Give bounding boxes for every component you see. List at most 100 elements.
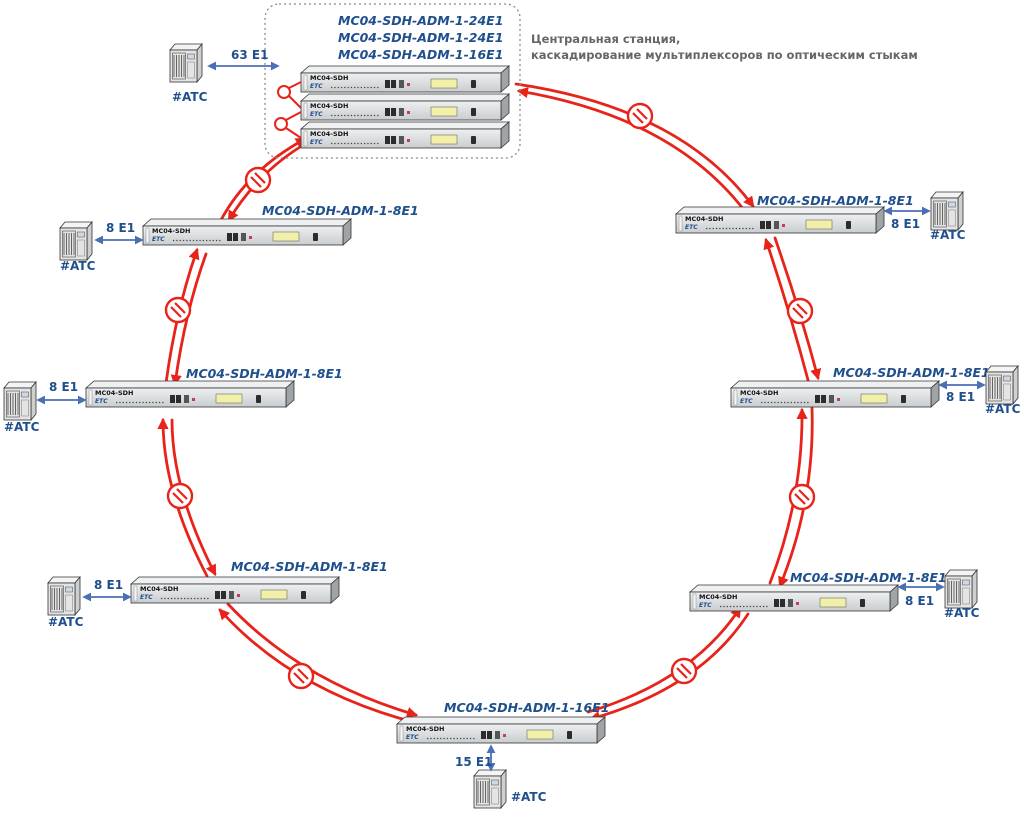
fiber-link-icon (670, 657, 698, 685)
multiplexer-device: MC04-SDH ETC (130, 576, 340, 604)
ring-node-right-3: MC04-SDH-ADM-1-8E1 MC04-SDH ETC #ATC 8 E… (689, 569, 980, 620)
device-logo: ETC (95, 398, 108, 405)
ring-node-left-3: MC04-SDH-ADM-1-8E1 MC04-SDH ETC #ATC 8 E… (47, 559, 388, 629)
central-multiplexer-2: MC04-SDH ETC (300, 93, 510, 121)
cascade-link (288, 95, 302, 109)
pbx-cabinet-icon (59, 221, 93, 261)
fiber-link-icon (786, 297, 814, 325)
device-name-label: MC04-SDH (740, 389, 779, 397)
pbx-label: #ATC (4, 420, 40, 434)
central-pbx-label: #ATC (172, 90, 208, 104)
device-name-label: MC04-SDH (310, 74, 349, 82)
ring-node-left-2: MC04-SDH-ADM-1-8E1 MC04-SDH ETC #ATC 8 E… (3, 366, 343, 434)
link-label: 8 E1 (106, 221, 135, 235)
device-name-label: MC04-SDH (140, 585, 179, 593)
link-label: 15 E1 (455, 755, 492, 769)
device-name-label: MC04-SDH (310, 102, 349, 110)
device-name-label: MC04-SDH (699, 593, 738, 601)
fiber-loop-icon (274, 117, 288, 131)
node-model-label: MC04-SDH-ADM-1-8E1 (231, 559, 388, 574)
fiber-loop-icon (277, 85, 291, 99)
cascade-link (285, 127, 302, 139)
central-link-label: 63 E1 (231, 48, 268, 62)
central-model-label-2: MC04-SDH-ADM-1-24E1 (338, 30, 503, 45)
cascade-link (285, 111, 302, 121)
fiber-link-icon (287, 662, 315, 690)
device-name-label: MC04-SDH (406, 725, 445, 733)
device-logo: ETC (310, 83, 323, 90)
node-model-label: MC04-SDH-ADM-1-8E1 (262, 203, 419, 218)
pbx-cabinet-icon (930, 191, 964, 231)
central-pbx (169, 43, 203, 83)
fiber-link-icon (164, 296, 192, 324)
device-logo: ETC (152, 236, 165, 243)
multiplexer-device: MC04-SDH ETC (142, 218, 352, 246)
multiplexer-device: MC04-SDH ETC (730, 380, 940, 408)
node-model-label: MC04-SDH-ADM-1-16E1 (444, 700, 609, 715)
pbx (985, 365, 1019, 405)
fiber-link-icon (244, 166, 272, 194)
ring-node-right-2: MC04-SDH-ADM-1-8E1 MC04-SDH ETC #ATC 8 E… (730, 365, 1021, 416)
multiplexer-device: MC04-SDH ETC (675, 206, 885, 234)
pbx-label: #ATC (985, 402, 1021, 416)
device-name-label: MC04-SDH (310, 130, 349, 138)
link-label: 8 E1 (905, 594, 934, 608)
device-logo: ETC (685, 224, 698, 231)
pbx (3, 381, 37, 421)
node-model-label: MC04-SDH-ADM-1-8E1 (757, 193, 914, 208)
pbx-label: #ATC (60, 259, 96, 273)
link-label: 8 E1 (946, 390, 975, 404)
ring-node-right-1: MC04-SDH-ADM-1-8E1 MC04-SDH ETC #ATC 8 E… (675, 191, 966, 242)
device-name-label: MC04-SDH (95, 389, 134, 397)
multiplexer-device: MC04-SDH ETC (689, 584, 899, 612)
ring-link (586, 606, 742, 714)
device-logo: ETC (406, 734, 419, 741)
ring-link (516, 86, 746, 212)
pbx-label: #ATC (48, 615, 84, 629)
pbx-cabinet-icon (473, 769, 507, 809)
pbx (59, 221, 93, 261)
ring-link (514, 82, 755, 208)
cascade-loops (274, 81, 302, 139)
cascade-link (288, 81, 302, 89)
fiber-link-icon (166, 482, 194, 510)
pbx-cabinet-icon (944, 569, 978, 609)
node-model-label: MC04-SDH-ADM-1-8E1 (833, 365, 990, 380)
pbx (473, 769, 507, 809)
pbx-cabinet-icon (985, 365, 1019, 405)
central-station-caption-line2: каскадирование мультиплексоров по оптиче… (531, 48, 918, 62)
ring-node-bottom: MC04-SDH-ADM-1-16E1 MC04-SDH ETC #ATC 15… (396, 700, 609, 809)
pbx-cabinet-icon (169, 43, 203, 83)
fiber-link-icon (626, 102, 654, 130)
device-logo: ETC (699, 602, 712, 609)
ring-node-left-1: MC04-SDH-ADM-1-8E1 MC04-SDH ETC #ATC 8 E… (59, 203, 419, 273)
link-label: 8 E1 (49, 380, 78, 394)
pbx (944, 569, 978, 609)
device-logo: ETC (310, 111, 323, 118)
central-station: MC04-SDH-ADM-1-24E1 MC04-SDH-ADM-1-24E1 … (169, 3, 918, 159)
device-logo: ETC (740, 398, 753, 405)
pbx-cabinet-icon (47, 576, 81, 616)
pbx-label: #ATC (930, 228, 966, 242)
pbx-label: #ATC (944, 606, 980, 620)
device-name-label: MC04-SDH (152, 227, 191, 235)
central-multiplexer-1: MC04-SDH ETC (300, 65, 510, 93)
pbx-cabinet-icon (3, 381, 37, 421)
multiplexer-device: MC04-SDH ETC (85, 380, 295, 408)
central-station-caption-line1: Центральная станция, (531, 32, 680, 46)
central-multiplexer-3: MC04-SDH ETC (300, 121, 510, 149)
node-model-label: MC04-SDH-ADM-1-8E1 (790, 570, 947, 585)
central-model-label-1: MC04-SDH-ADM-1-24E1 (338, 13, 503, 28)
multiplexer-device: MC04-SDH ETC (396, 716, 606, 744)
device-logo: ETC (140, 594, 153, 601)
link-label: 8 E1 (891, 217, 920, 231)
pbx (47, 576, 81, 616)
ring-link (226, 602, 419, 718)
device-logo: ETC (310, 139, 323, 146)
link-label: 8 E1 (94, 578, 123, 592)
central-station-frame (264, 3, 521, 159)
device-name-label: MC04-SDH (685, 215, 724, 223)
pbx (930, 191, 964, 231)
central-model-label-3: MC04-SDH-ADM-1-16E1 (338, 47, 503, 62)
